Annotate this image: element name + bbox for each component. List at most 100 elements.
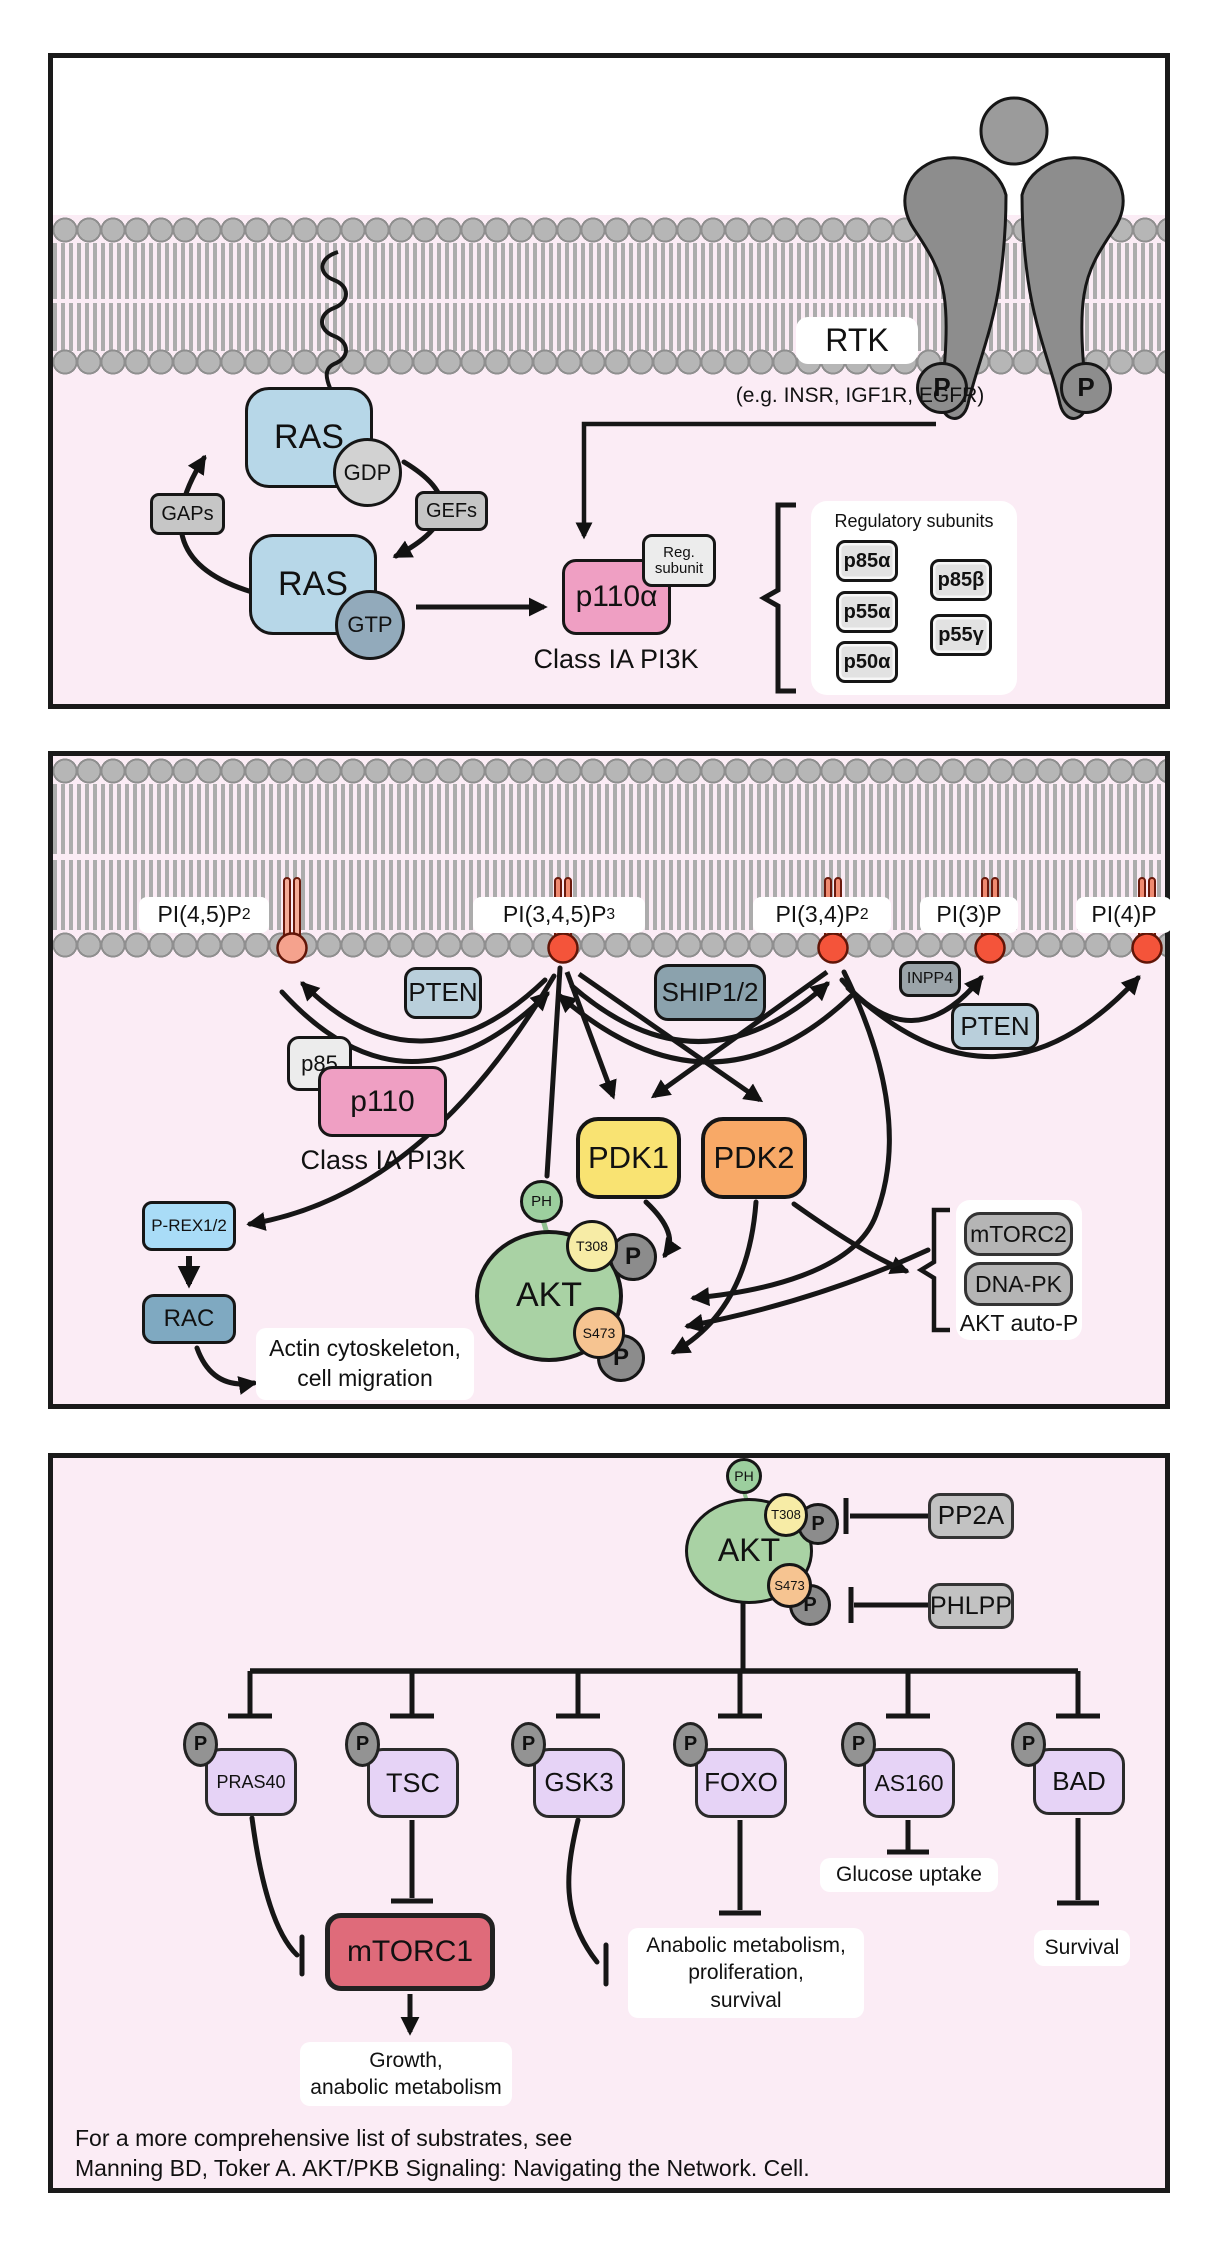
gefs-box: GEFs [415,491,488,531]
growth-label: Growth, anabolic metabolism [300,2042,512,2106]
pras40-to-mtorc1 [249,1815,305,1977]
panel-akt-substrates [48,1453,1170,2193]
as160-to-glucose [887,1820,929,1855]
subunit-p55a: p55α [836,591,898,633]
substrate-gsk3: GSK3 [533,1748,625,1818]
phospho-gsk3: P [511,1722,546,1767]
s473-circle-2: S473 [573,1307,625,1359]
class-ia-pi3k-label-1: Class IA PI3K [533,644,699,675]
substrate-pras40: PRAS40 [205,1748,297,1816]
membrane2-outer-tails [53,784,1165,854]
rtk-to-pi3k-arrow [575,421,936,540]
ph-domain-2: PH [520,1180,563,1223]
pdk2-box: PDK2 [701,1117,807,1199]
ship-pip3-to-pi34p2-arrow [569,981,830,1044]
pdk2-to-mtorc2-arrow [791,1201,910,1275]
inpp4-box: INPP4 [899,961,961,997]
dnapk-box: DNA-PK [964,1262,1073,1306]
gaps-cycle-arrow [178,454,255,595]
lipid-pi45p2 [276,877,308,964]
pi34p2-to-pdk1-arrow [650,969,829,1099]
label-pi4p: PI(4)P [1076,897,1172,933]
mtorc2-box: mTORC2 [964,1212,1073,1256]
foxo-to-anabolic [719,1820,761,1916]
akt-auto-label: AKT auto-P [959,1309,1079,1336]
substrate-bad: BAD [1033,1748,1125,1815]
pten-pi34p2-to-pi4p-arrow [845,975,1141,1059]
rtk-phospho-left: P [916,362,968,414]
pip3-to-pdk2-arrow [577,971,764,1103]
anabolic-label: Anabolic metabolism, proliferation, surv… [628,1928,864,2018]
pi34p2-to-akt-arrow [690,969,892,1307]
rtk-examples-label: (e.g. INSR, IGF1R, EGFR) [735,383,985,407]
pdk2-to-s473-arrow [670,1199,759,1355]
inhibit-bad [1056,1671,1100,1719]
pp2a-box: PP2A [928,1493,1014,1539]
pten-right-box: PTEN [951,1003,1039,1050]
ph-domain-3: PH [726,1458,762,1494]
pdk1-box: PDK1 [576,1117,681,1199]
substrate-foxo: FOXO [695,1748,787,1818]
prex-box: P-REX1/2 [142,1201,236,1251]
tsc-to-mtorc1 [391,1820,433,1904]
substrate-tsc: TSC [367,1748,459,1818]
gtp-circle: GTP [335,590,405,660]
subunit-p50a: p50α [836,641,898,683]
phospho-as160: P [841,1722,876,1767]
glucose-uptake-label: Glucose uptake [820,1858,998,1892]
membrane2-outer-heads [53,756,1165,786]
s473-circle-3: S473 [767,1563,812,1608]
phospho-foxo: P [673,1722,708,1767]
footer-line1: For a more comprehensive list of substra… [75,2125,573,2151]
rtk-phospho-right: P [1060,362,1112,414]
phospho-pras40: P [183,1722,218,1767]
t308-circle-3: T308 [764,1493,808,1537]
rac-box: RAC [142,1294,236,1344]
mtorc2-to-s473-arrow [684,1247,931,1333]
inhibit-tsc [390,1671,434,1719]
akt-auto-brace [916,1207,950,1333]
class-ia-pi3k-label-2: Class IA PI3K [300,1145,466,1176]
pip3-to-akt-ph-line [544,965,563,1179]
phospho-tsc: P [345,1722,380,1767]
mtorc1-box: mTORC1 [325,1913,495,1991]
phospho-bad: P [1011,1722,1046,1767]
rac-to-actin-arrow [194,1345,258,1395]
subunit-p85b: p85β [930,559,992,601]
footer-line2: Manning BD, Toker A. AKT/PKB Signaling: … [75,2155,810,2181]
rtk-right-lobe [1020,156,1125,420]
ras-membrane-anchor-squiggle [320,250,348,389]
pi3k-pip2-to-pip3-arrow [279,989,550,1064]
phlpp-box: PHLPP [928,1583,1014,1629]
ship-box: SHIP1/2 [654,964,766,1021]
p110a-box: p110α [562,559,671,635]
reg-subunit-tag: Reg. subunit [642,534,716,587]
label-pi3p: PI(3)P [920,897,1018,933]
actin-label: Actin cytoskeleton, cell migration [256,1328,474,1400]
rtk-label: RTK [796,317,918,364]
p110-box: p110 [318,1066,447,1137]
pten-pip3-to-pip2-arrow [300,977,548,1044]
gsk3-to-anabolic [566,1817,609,1987]
subunit-p85a: p85α [836,540,898,582]
pip3-to-prex-arrow [246,973,557,1231]
bad-to-survival [1057,1818,1099,1906]
pp2a-inhibit-line [843,1498,928,1534]
rtk-left-lobe [903,156,1008,420]
subunit-p55g: p55γ [930,614,992,656]
t308-circle-2: T308 [566,1220,618,1272]
inhibit-pras40 [228,1671,272,1719]
inhibit-as160 [886,1671,930,1719]
regulatory-subunits-title: Regulatory subunits [834,510,994,531]
substrate-as160: AS160 [863,1748,955,1818]
survival-label: Survival [1034,1930,1130,1966]
pten-left-box: PTEN [404,967,482,1019]
phlpp-inhibit-line [848,1587,928,1623]
gdp-circle: GDP [333,438,402,507]
rtk-ligand [979,96,1049,166]
regulatory-subunits-brace [758,502,796,694]
